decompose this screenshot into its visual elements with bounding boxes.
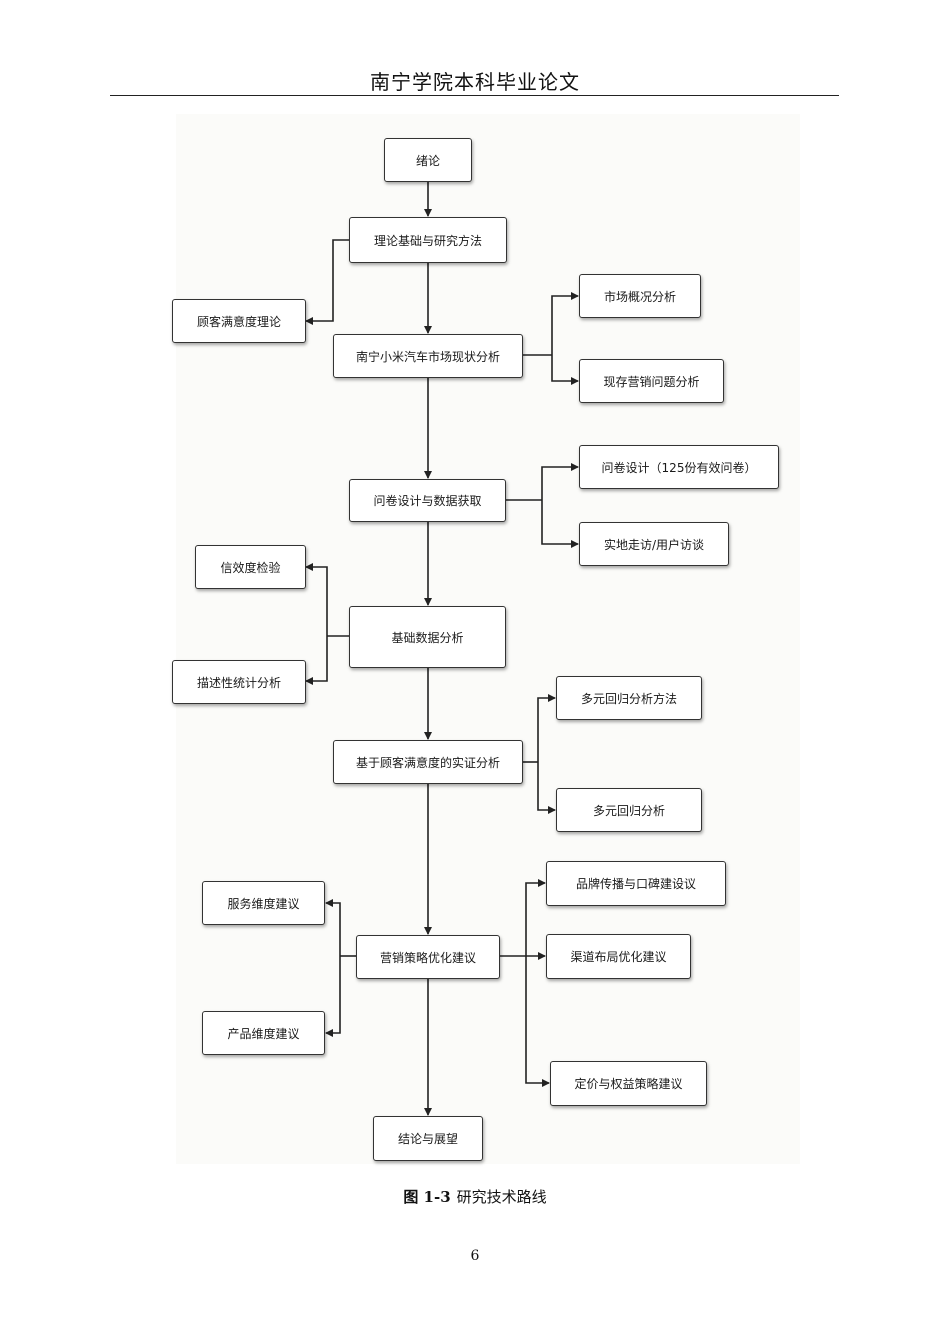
arrow-basic-descriptive xyxy=(305,636,328,685)
node-channel: 渠道布局优化建议 xyxy=(546,934,691,979)
node-regression: 多元回归分析 xyxy=(556,788,702,832)
node-questionnaire: 问卷设计（125份有效问卷） xyxy=(579,445,779,489)
node-regression-method: 多元回归分析方法 xyxy=(556,676,702,720)
node-intro: 绪论 xyxy=(384,138,472,182)
node-marketing-issues: 现存营销问题分析 xyxy=(579,359,724,403)
node-brand: 品牌传播与口碑建设议 xyxy=(546,861,726,906)
node-descriptive: 描述性统计分析 xyxy=(172,660,306,704)
node-interview: 实地走访/用户访谈 xyxy=(579,522,729,566)
arrow-empirical-regression xyxy=(537,762,556,814)
figure-number: 图 1-3 xyxy=(403,1188,451,1206)
node-reliability: 信效度检验 xyxy=(195,545,306,589)
node-strategy: 营销策略优化建议 xyxy=(356,935,500,979)
node-service: 服务维度建议 xyxy=(202,881,325,925)
node-conclusion: 结论与展望 xyxy=(373,1116,483,1161)
header-rule xyxy=(110,95,839,96)
node-empirical: 基于顾客满意度的实证分析 xyxy=(333,740,523,784)
node-basic-analysis: 基础数据分析 xyxy=(349,606,506,668)
arrow-survey-questionnaire xyxy=(541,463,579,500)
arrow-survey-interview xyxy=(541,500,579,548)
node-market: 南宁小米汽车市场现状分析 xyxy=(333,334,523,378)
arrow-strategy-pricing xyxy=(525,956,550,1087)
node-theory: 理论基础与研究方法 xyxy=(349,217,507,263)
node-survey: 问卷设计与数据获取 xyxy=(349,479,506,522)
node-pricing: 定价与权益策略建议 xyxy=(550,1061,707,1106)
arrow-market-issues xyxy=(551,355,579,385)
node-product: 产品维度建议 xyxy=(202,1011,325,1055)
arrow-theory-csat xyxy=(305,239,349,325)
running-header: 南宁学院本科毕业论文 xyxy=(370,70,580,94)
arrow-basic-reliability xyxy=(305,563,328,636)
arrow-market-overview xyxy=(551,292,579,355)
arrow-strategy-brand xyxy=(525,879,546,956)
arrow-strategy-product xyxy=(325,956,341,1037)
node-market-overview: 市场概况分析 xyxy=(579,274,701,318)
arrow-strategy-service xyxy=(325,899,341,956)
page-number: 6 xyxy=(470,1248,480,1264)
figure-caption: 图 1-3 研究技术路线 xyxy=(0,1186,950,1207)
figure-title: 研究技术路线 xyxy=(456,1188,547,1206)
arrow-empirical-method xyxy=(537,694,556,762)
node-csat-theory: 顾客满意度理论 xyxy=(172,299,306,343)
